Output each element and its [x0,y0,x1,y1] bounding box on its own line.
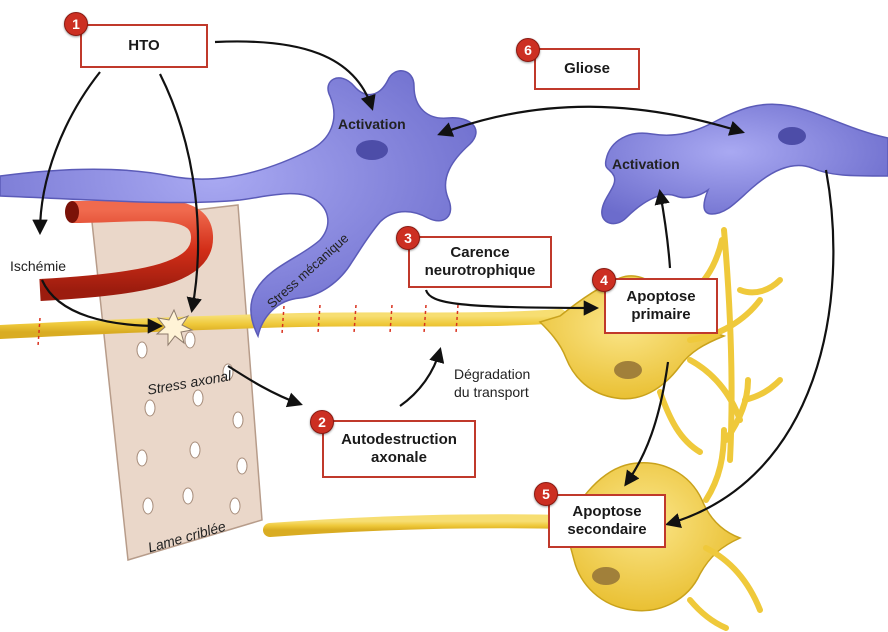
neuron-upper [540,240,780,452]
badge-4: 4 [592,268,616,292]
gliose-label: Gliose [564,60,610,78]
autodestruction-line2: axonale [371,449,427,466]
axon-lower [270,521,570,530]
activation-left-label: Activation [338,116,406,133]
apoptose-primaire-box: Apoptose primaire [604,278,718,334]
carence-line1: Carence [450,244,509,261]
hto-box: HTO [80,24,208,68]
badge-2: 2 [310,410,334,434]
secondaire-line2: secondaire [567,521,646,538]
vessel-opening [65,201,79,223]
autodestruction-box: Autodestruction axonale [322,420,476,478]
secondaire-line1: Apoptose [572,503,641,520]
gliose-box: Gliose [534,48,640,90]
carence-line2: neurotrophique [425,262,536,279]
activation-right-label: Activation [612,156,680,173]
arrow-carence-primaire [426,290,596,308]
degradation-label-2: du transport [454,384,529,401]
badge-6: 6 [516,38,540,62]
badge-3: 3 [396,226,420,250]
autodestruction-line1: Autodestruction [341,431,457,448]
badge-5: 5 [534,482,558,506]
arrow-autodestruction-degradation [400,350,440,406]
hto-label: HTO [128,37,159,55]
badge-1: 1 [64,12,88,36]
degradation-label-1: Dégradation [454,366,530,383]
primaire-line2: primaire [631,306,690,323]
arrow-primaire-activation [660,192,670,268]
apoptose-secondaire-box: Apoptose secondaire [548,494,666,548]
ischemie-label: Ischémie [10,258,66,275]
primaire-line1: Apoptose [626,288,695,305]
carence-box: Carence neurotrophique [408,236,552,288]
dendrite-right [724,230,732,460]
axon-upper [0,316,560,332]
